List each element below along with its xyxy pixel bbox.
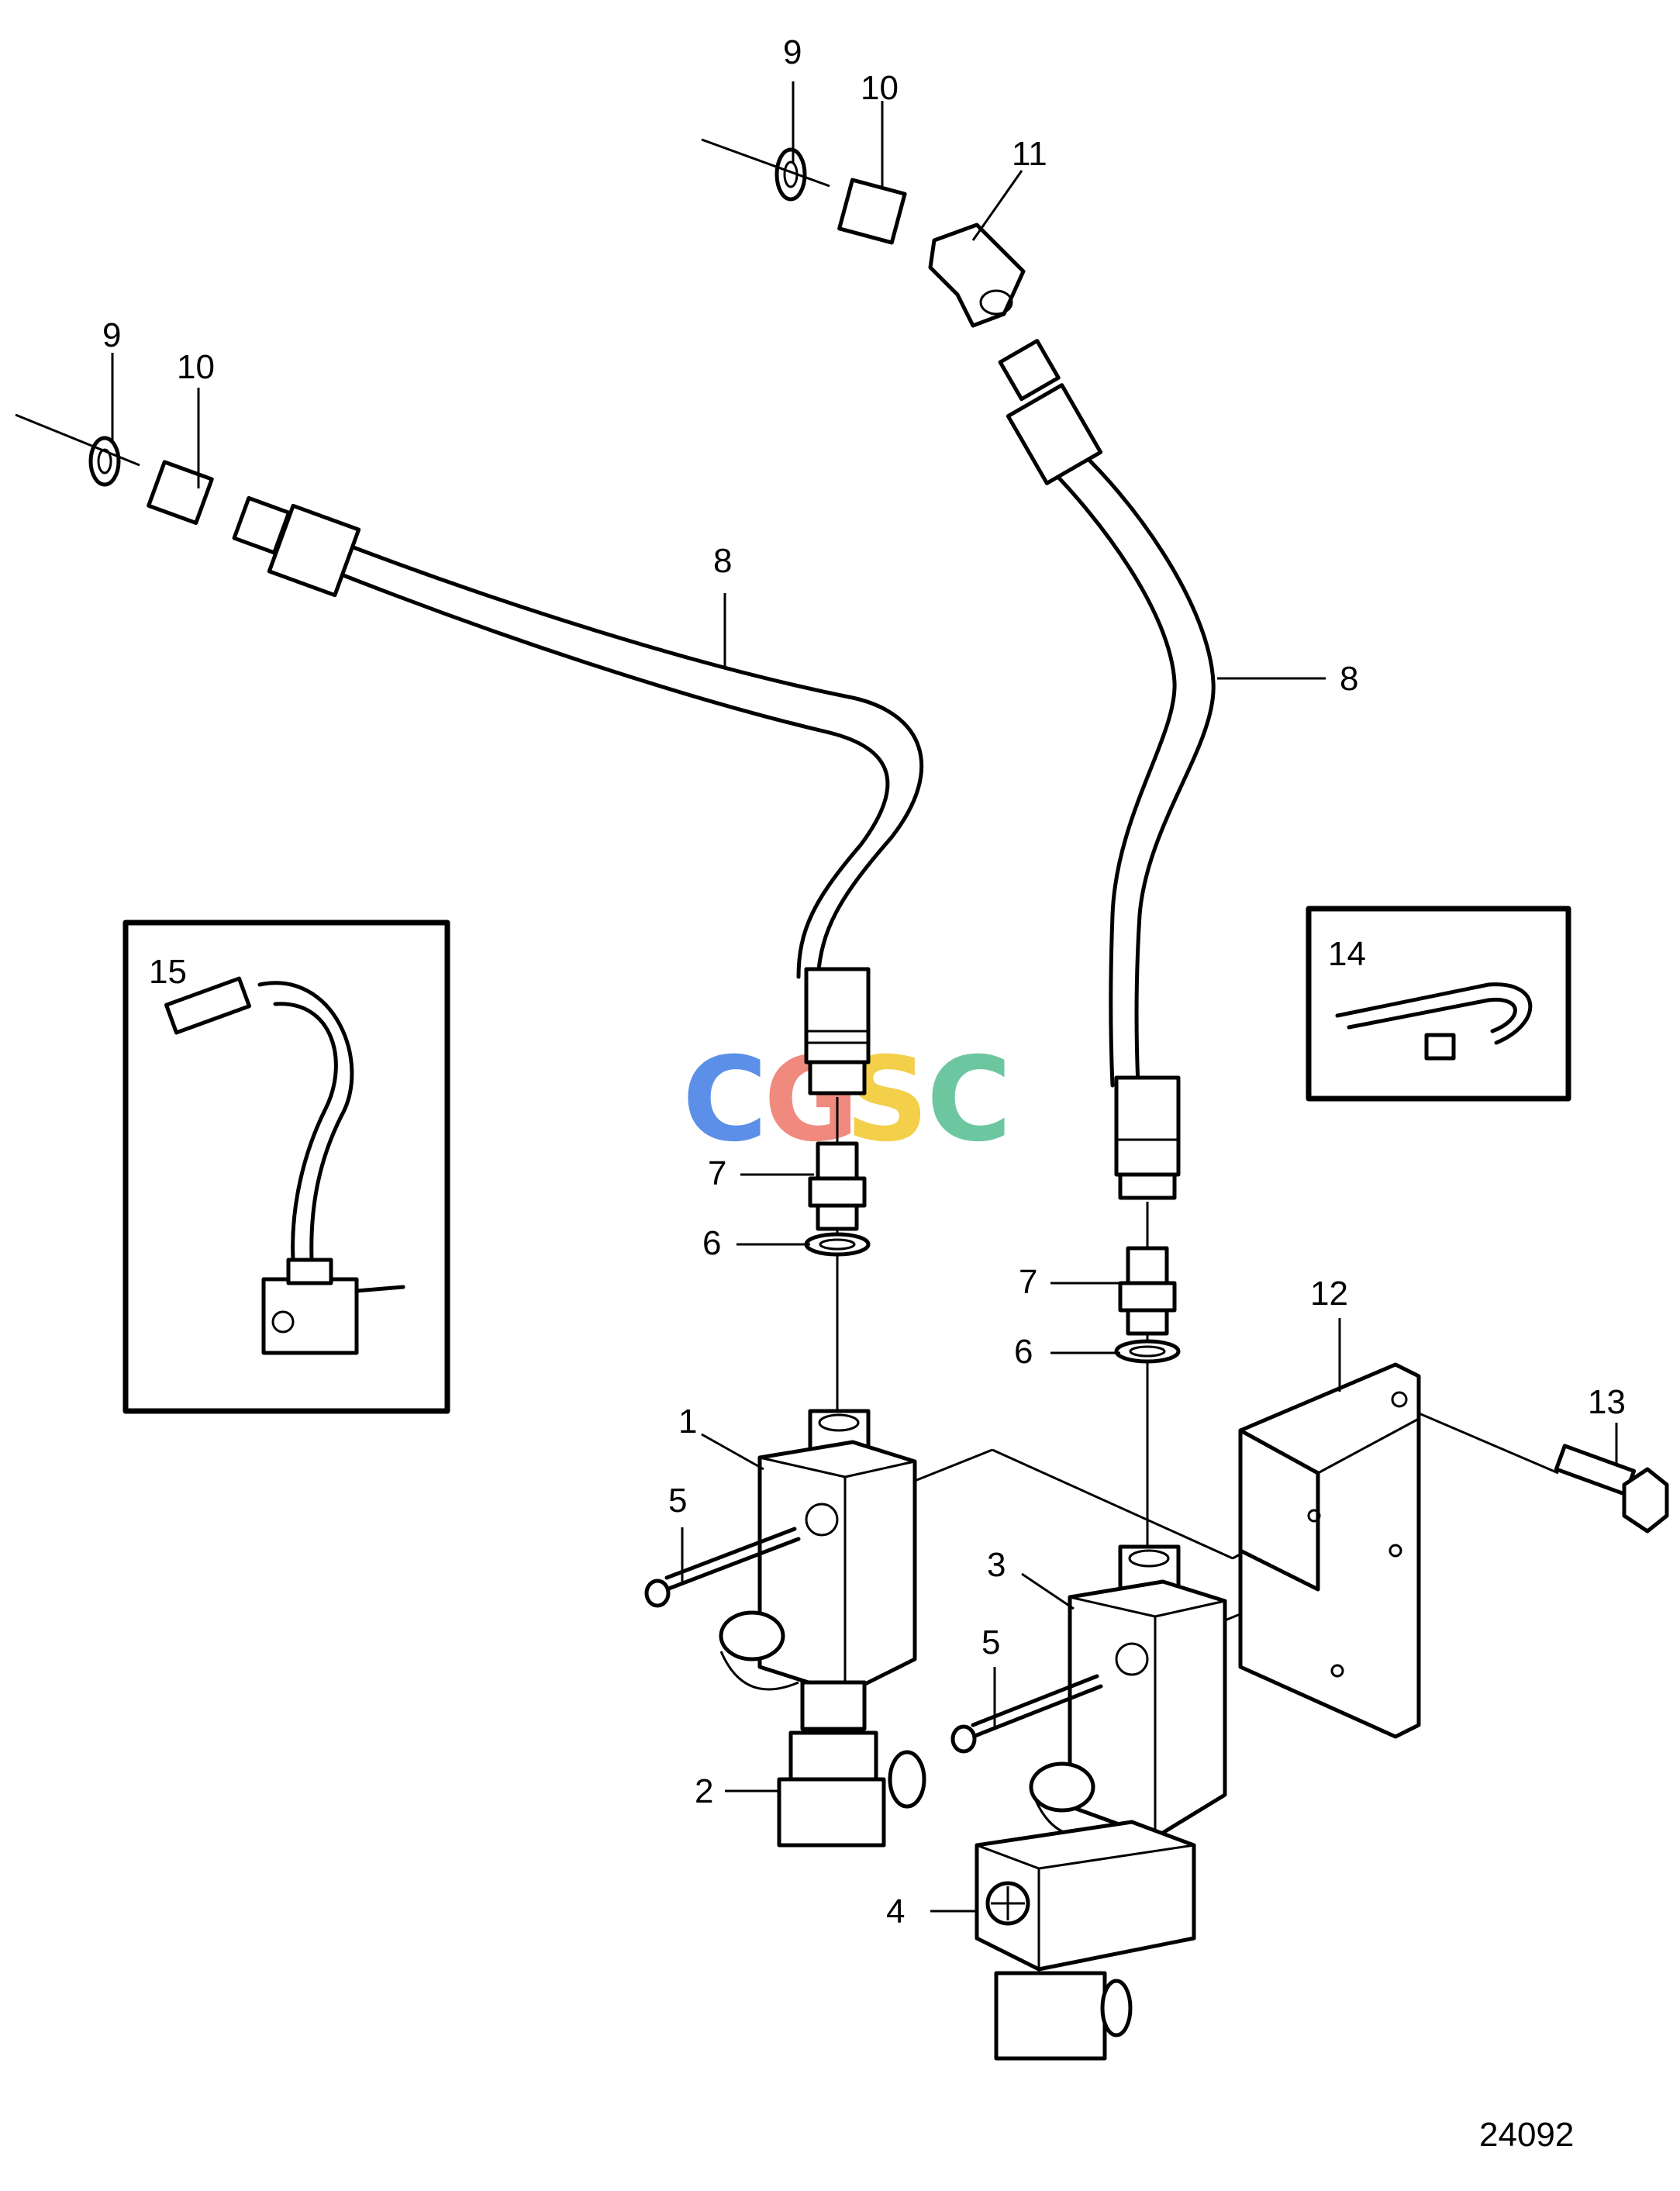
callout-6-left: 6 (702, 1224, 721, 1262)
right-hose-ferrule (1114, 1075, 1181, 1177)
callout-8-right: 8 (1340, 660, 1358, 698)
nipple-7-left (808, 1141, 867, 1231)
test-port-cap-1 (719, 1610, 785, 1661)
sleeve (164, 976, 251, 1035)
assembly-lines (836, 1097, 1559, 1622)
callout-10-right: 10 (861, 69, 899, 107)
callout-3: 3 (987, 1546, 1006, 1584)
callout-15: 15 (149, 953, 187, 991)
solenoid-2 (777, 1730, 926, 1848)
left-hose (15, 413, 924, 1096)
bolt-5-left (644, 1527, 801, 1608)
left-hose-ferrule (804, 967, 871, 1064)
bracket-12 (1238, 1362, 1421, 1739)
callout-leaders (111, 81, 1618, 1913)
callout-10-left: 10 (177, 348, 215, 386)
callout-5-right: 5 (981, 1623, 1000, 1661)
washer-9-left (88, 436, 121, 487)
callout-7-right: 7 (1019, 1263, 1037, 1301)
watermark-letter-1: C (682, 1033, 768, 1168)
callout-4: 4 (886, 1893, 905, 1930)
nut-10-right (837, 178, 907, 245)
callout-13: 13 (1588, 1383, 1626, 1421)
callout-7-left: 7 (708, 1154, 726, 1192)
washer-6-right (1114, 1339, 1181, 1364)
nipple-7-right (1118, 1246, 1177, 1336)
bolt-13 (1554, 1444, 1669, 1534)
callout-9-right: 9 (783, 33, 802, 71)
callout-11: 11 (1012, 135, 1047, 173)
valve-block-1 (719, 1409, 917, 1731)
valve-block-3 (1029, 1544, 1227, 1840)
cable-tie-head (1424, 1033, 1456, 1061)
elbow-fitting-11 (928, 223, 1026, 328)
diagram-number: 24092 (1479, 2116, 1574, 2154)
right-hose-top-ferrule (1006, 383, 1103, 485)
callout-2: 2 (695, 1772, 713, 1810)
right-hose (701, 138, 1216, 1200)
callout-9-left: 9 (102, 316, 121, 354)
callout-12: 12 (1310, 1275, 1348, 1313)
callout-labels: 9 10 11 9 10 8 8 14 15 7 6 7 6 12 13 1 5… (102, 33, 1626, 2154)
washer-6-left (804, 1232, 871, 1257)
washer-9-right (774, 147, 807, 202)
inset-14 (1306, 906, 1571, 1102)
callout-5-left: 5 (668, 1482, 687, 1520)
inset-15 (122, 920, 450, 1414)
solenoid-4 (975, 1820, 1196, 2061)
callout-8-left: 8 (713, 542, 732, 580)
sensor-block (261, 1277, 359, 1355)
test-port-cap-3 (1029, 1761, 1095, 1813)
watermark-letter-4: C (926, 1033, 1012, 1168)
callout-6-right: 6 (1014, 1333, 1033, 1371)
nut-10-left (147, 460, 214, 525)
callout-14: 14 (1328, 935, 1366, 973)
callout-1: 1 (678, 1403, 697, 1441)
